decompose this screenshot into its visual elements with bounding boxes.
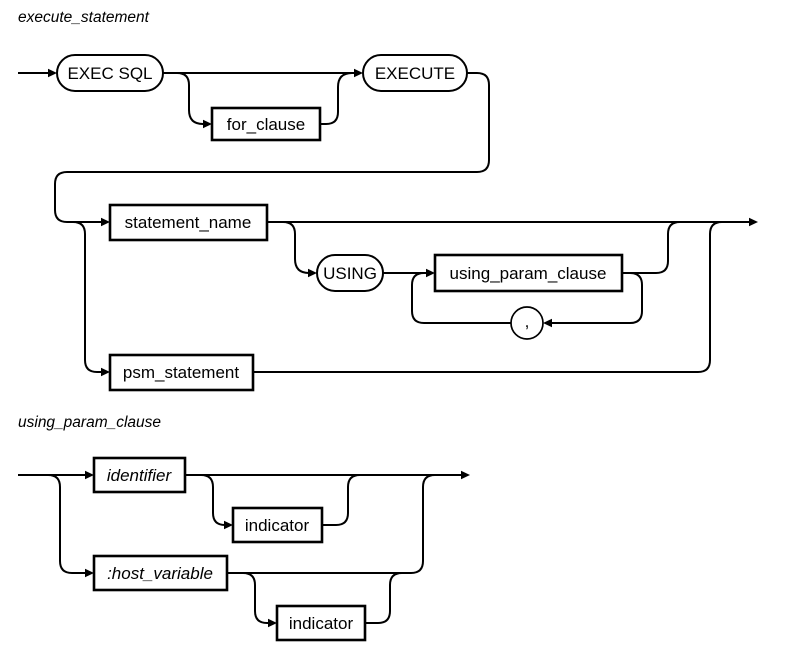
node-psm-statement: psm_statement — [108, 353, 255, 392]
node-using: USING — [316, 254, 384, 292]
diagram1-title: execute_statement — [18, 9, 150, 26]
arrowhead-diagram2-exit — [461, 470, 470, 480]
for-clause-box-shape — [210, 106, 322, 142]
using-label: USING — [323, 264, 377, 283]
arrowhead-into-indicator1 — [224, 520, 233, 530]
indicator2-box-shape — [275, 604, 367, 642]
rail-indicator2-rejoin — [365, 572, 403, 624]
node-indicator1: indicator — [231, 506, 324, 544]
rail-using-clause-rejoin — [622, 221, 681, 274]
node-statement-name: statement_name — [108, 203, 269, 242]
arrowhead-into-psm-statement — [101, 367, 110, 377]
identifier-box-shape — [92, 456, 187, 494]
identifier-label: identifier — [107, 466, 173, 485]
indicator1-label: indicator — [245, 516, 310, 535]
arrowhead-into-identifier — [85, 470, 94, 480]
arrowhead-into-for-clause — [203, 119, 212, 129]
node-for-clause: for_clause — [210, 106, 322, 142]
arrowhead-into-using — [308, 268, 317, 278]
arrowhead-into-exec-sql — [48, 68, 57, 78]
arrowhead-into-execute — [354, 68, 363, 78]
rail-fork-down-for-clause — [176, 72, 204, 125]
statement-name-box-shape — [108, 203, 269, 242]
node-using-param-clause: using_param_clause — [433, 253, 624, 293]
rail-loop-left-up — [411, 272, 511, 324]
node-identifier: identifier — [92, 456, 187, 494]
node-execute: EXECUTE — [362, 54, 468, 92]
rail-psm-rejoin — [253, 221, 723, 373]
node-exec-sql: EXEC SQL — [56, 54, 164, 92]
rail-branch-to-host-variable — [47, 474, 85, 574]
using-param-clause-label: using_param_clause — [450, 264, 607, 283]
for-clause-label: for_clause — [227, 115, 305, 134]
arrowhead-into-comma — [543, 318, 552, 328]
arrowhead-diagram1-exit — [749, 217, 758, 227]
rail-branch-to-using — [282, 221, 310, 274]
arrowhead-into-host-variable — [85, 568, 94, 578]
arrowhead-into-using-param-clause — [426, 268, 435, 278]
comma-label: , — [525, 312, 530, 331]
psm-statement-box-shape — [108, 353, 255, 392]
rail-branch-to-indicator2 — [242, 572, 268, 624]
rail-indicator1-rejoin — [322, 474, 361, 526]
node-host-variable: :host_variable — [92, 554, 229, 592]
diagram2-title: using_param_clause — [18, 414, 161, 431]
rail-for-clause-rejoin — [320, 72, 353, 125]
using-terminal-shape — [316, 254, 384, 292]
rail-branch-to-indicator1 — [200, 474, 226, 526]
rail-branch-to-psm — [72, 221, 101, 373]
indicator1-box-shape — [231, 506, 324, 544]
using-param-clause-box-shape — [433, 253, 624, 293]
node-indicator2: indicator — [275, 604, 367, 642]
exec-sql-label: EXEC SQL — [67, 64, 152, 83]
indicator2-label: indicator — [289, 614, 354, 633]
rail-loop-right-down — [552, 272, 643, 324]
execute-label: EXECUTE — [375, 64, 455, 83]
psm-statement-label: psm_statement — [123, 363, 239, 382]
host-variable-label: :host_variable — [107, 564, 213, 583]
statement-name-label: statement_name — [125, 213, 252, 232]
node-comma-separator: , — [510, 306, 544, 340]
comma-terminal-shape — [510, 306, 544, 340]
rail-host-variable-rejoin — [227, 474, 436, 574]
rail-execute-wrap-to-row2 — [54, 72, 490, 223]
exec-sql-terminal-shape — [56, 54, 164, 92]
execute-terminal-shape — [362, 54, 468, 92]
arrowhead-into-indicator2 — [268, 618, 277, 628]
host-variable-box-shape — [92, 554, 229, 592]
arrowhead-into-statement-name — [101, 217, 110, 227]
